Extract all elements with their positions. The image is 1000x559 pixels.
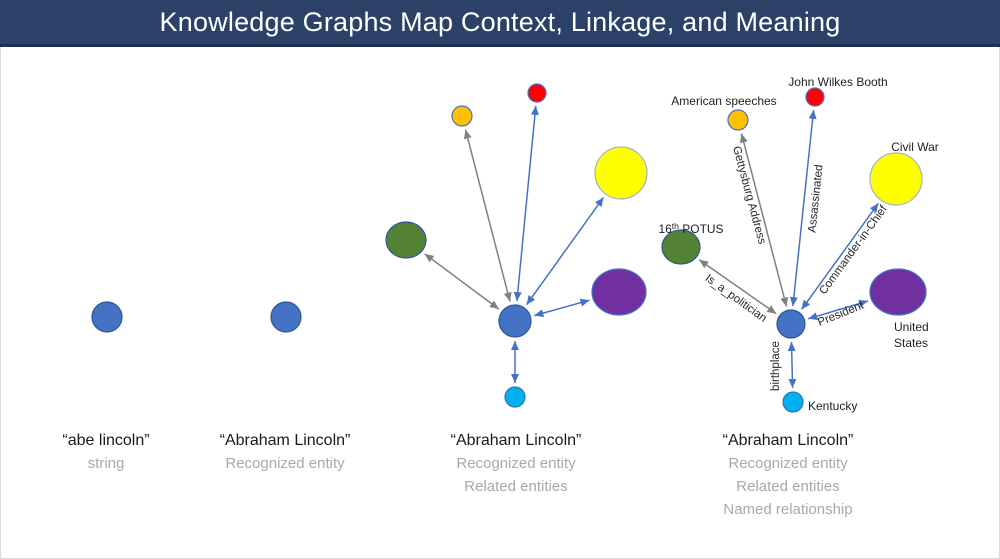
node-related-entities-purple: [591, 268, 647, 316]
node-label-red: John Wilkes Booth: [788, 75, 887, 89]
node-named-relationship-cyan: [782, 391, 804, 413]
graph-related-entities: [385, 83, 648, 408]
edge-center-purple: [807, 299, 869, 321]
node-recognized-entity-abraham-lincoln: [270, 301, 302, 333]
node-named-relationship-center: [776, 309, 806, 339]
node-label-green: 16th POTUS: [658, 221, 723, 236]
edge-center-purple: [534, 298, 590, 318]
slide-header-bar: Knowledge Graphs Map Context, Linkage, a…: [0, 0, 1000, 47]
slide-title: Knowledge Graphs Map Context, Linkage, a…: [159, 6, 841, 37]
node-named-relationship-red: [805, 87, 825, 107]
node-related-entities-center: [498, 304, 532, 338]
node-named-relationship-orange: [727, 109, 749, 131]
node-label-yellow: Civil War: [891, 140, 939, 154]
node-related-entities-orange: [451, 105, 473, 127]
edge-center-green: [424, 253, 500, 310]
edge-label-birthplace: birthplace: [770, 341, 782, 391]
edge-center-cyan: [787, 341, 797, 389]
node-named-relationship-purple: [869, 268, 927, 316]
edge-center-orange: [739, 133, 789, 307]
graph-string: [91, 301, 123, 333]
edge-label-is-a-politician: Is_a_politician: [703, 272, 769, 325]
node-related-entities-cyan: [504, 386, 526, 408]
edge-label-president: President: [816, 299, 866, 329]
node-related-entities-yellow: [594, 146, 648, 200]
edge-center-red: [513, 105, 539, 302]
edge-center-green: [698, 259, 777, 315]
node-related-entities-green: [385, 221, 427, 259]
graph-recognized-entity: [270, 301, 302, 333]
node-named-relationship-yellow: [869, 152, 923, 206]
edge-center-yellow: [525, 196, 605, 306]
node-named-relationship-green: [661, 229, 701, 265]
node-string-abe-lincoln: [91, 301, 123, 333]
edge-center-orange: [463, 129, 512, 302]
edge-label-assassinated: Assassinated: [806, 164, 825, 233]
edge-center-yellow: [800, 202, 880, 310]
node-related-entities-red: [527, 83, 547, 103]
node-label-cyan: Kentucky: [808, 399, 857, 413]
node-label-orange: American speeches: [671, 94, 776, 108]
